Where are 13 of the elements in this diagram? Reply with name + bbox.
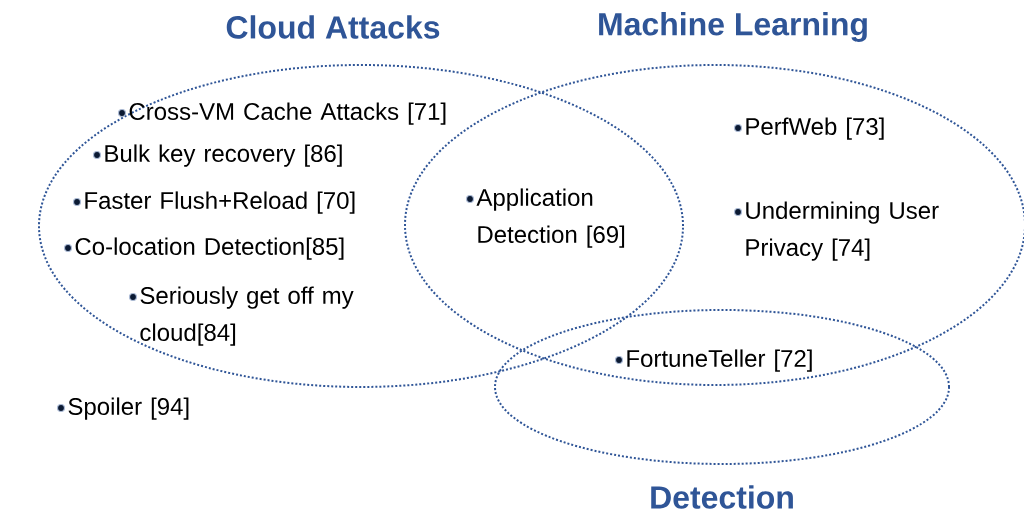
bullet-item: Undermining User Privacy [74] bbox=[733, 201, 939, 261]
bullet-item: Co-location Detection[85] bbox=[63, 237, 344, 260]
bullet-item: Faster Flush+Reload [70] bbox=[72, 191, 355, 214]
bullet-item: Spoiler [94] bbox=[56, 397, 189, 420]
bullet-item: Cross-VM Cache Attacks [71] bbox=[117, 102, 446, 125]
set-heading: Cloud Attacks bbox=[226, 15, 440, 39]
bullet-item: Bulk key recovery [86] bbox=[92, 144, 342, 167]
bullet-item: FortuneTeller [72] bbox=[614, 349, 812, 372]
bullet-item: PerfWeb [73] bbox=[733, 117, 884, 140]
bullet-item: Seriously get off my cloud[84] bbox=[128, 286, 354, 346]
set-heading: Detection bbox=[651, 485, 793, 509]
bullet-item: Application Detection [69] bbox=[465, 188, 625, 248]
set-heading: Machine Learning bbox=[599, 12, 867, 42]
